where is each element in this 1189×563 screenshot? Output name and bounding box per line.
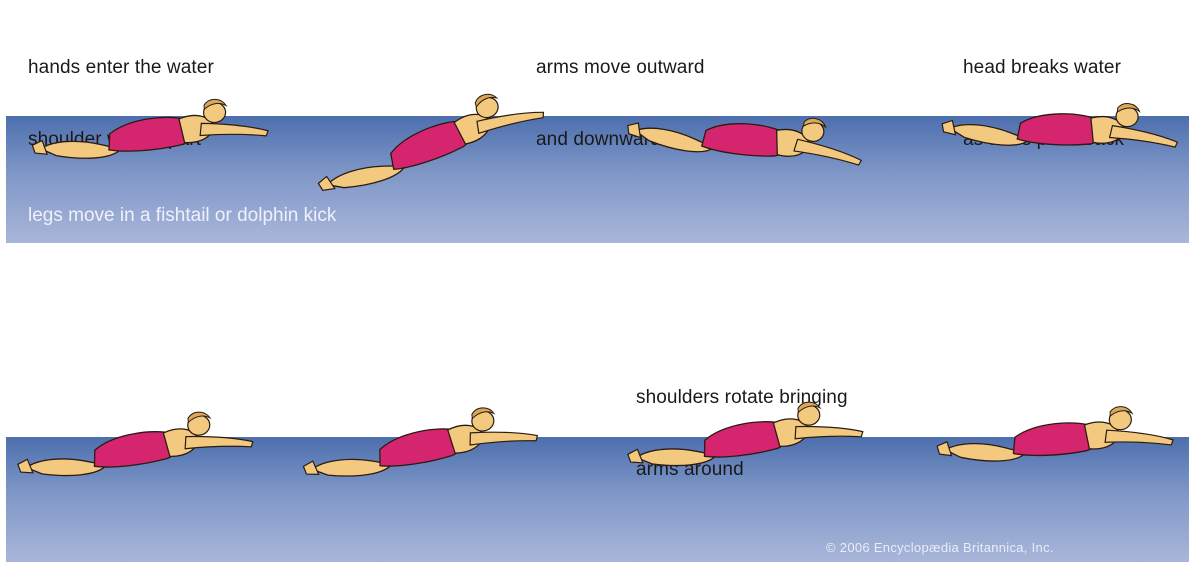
swimmer-6 [299,401,540,483]
swimmer-8 [936,405,1174,463]
swimmer-3 [626,93,867,175]
swimmer-1 [30,96,269,162]
swimmer-2 [308,79,548,200]
swimmer-7 [624,397,864,471]
swimmer-5 [14,407,254,481]
swimmer-4 [941,91,1180,157]
